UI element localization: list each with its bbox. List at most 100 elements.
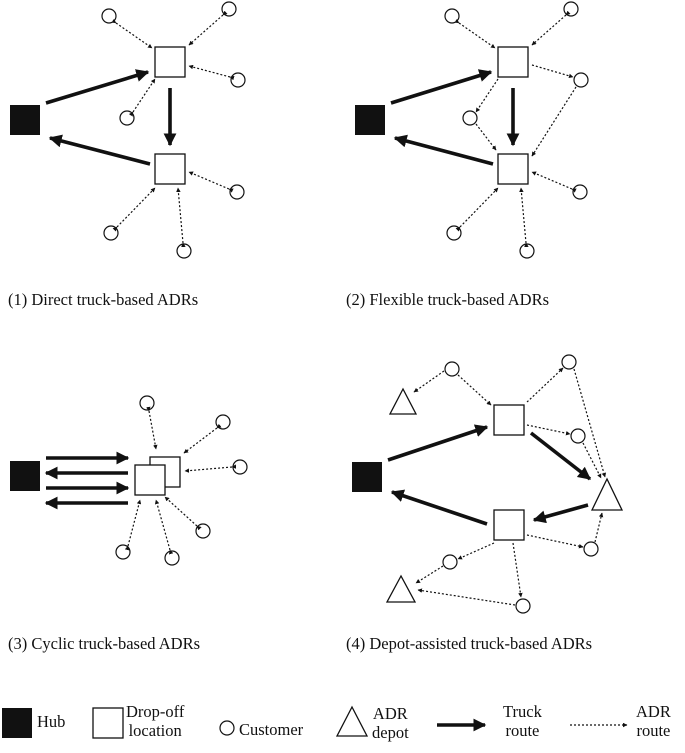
legend-adr-line2: route [636, 721, 671, 740]
customer [570, 428, 586, 444]
customer [561, 354, 577, 370]
dropoff-location [493, 404, 525, 436]
adr-route [111, 18, 153, 49]
customer [164, 550, 180, 566]
adr-route [455, 187, 499, 232]
dropoff-location [497, 46, 529, 78]
legend-truck-line2: route [505, 721, 540, 740]
truck-route [393, 134, 494, 166]
dropoff-location [154, 153, 186, 185]
adr-route [594, 512, 604, 543]
hub [355, 105, 385, 135]
hub [352, 462, 382, 492]
customer [215, 414, 231, 430]
adr-depot [590, 477, 624, 511]
truck-route [532, 503, 589, 524]
legend-customer-symbol [219, 720, 235, 736]
adr-route [188, 171, 234, 193]
customer [103, 225, 119, 241]
panel-cyclic [10, 395, 248, 566]
legend-adr-line1: ADR [636, 702, 671, 721]
legend-dropoff-line1: Drop-off [126, 702, 185, 721]
customer [444, 8, 460, 24]
legend-hub-text: Hub [37, 712, 66, 731]
adr-route [413, 370, 445, 393]
legend-dropoff-line2: location [128, 721, 182, 740]
adr-route [188, 64, 235, 81]
customer [230, 72, 246, 88]
customer [229, 184, 245, 200]
caption-cyclic: (3) Cyclic truck-based ADRs [8, 634, 200, 653]
customer [232, 459, 248, 475]
adr-route [457, 542, 495, 560]
customer [139, 395, 155, 411]
adr-route [519, 187, 529, 248]
truck-route [390, 489, 488, 526]
legend-adr-label: ADR route [636, 702, 671, 740]
customer [583, 541, 599, 557]
legend-depot-line2: depot [372, 723, 409, 742]
legend-dropoff-symbol [92, 707, 124, 739]
adr-route [531, 64, 574, 79]
truck-route [529, 431, 592, 481]
customer [195, 523, 211, 539]
customer [119, 110, 135, 126]
adr-route [183, 423, 222, 454]
caption-direct: (1) Direct truck-based ADRs [8, 290, 199, 309]
adr-route [415, 565, 444, 584]
adr-route [526, 424, 571, 436]
legend-dropoff-label: Drop-off location [126, 702, 184, 740]
adr-route [164, 496, 202, 531]
legend-truck-label: Truck route [503, 702, 542, 740]
legend-hub-label: Hub [37, 712, 65, 731]
adr-route [475, 78, 499, 113]
adr-route [531, 171, 577, 193]
adr-route [417, 588, 516, 606]
customer [446, 225, 462, 241]
adr-route [128, 78, 156, 117]
customer [442, 554, 458, 570]
adr-route [526, 534, 584, 549]
adr-route [526, 367, 564, 403]
caption-depot-assisted: (4) Depot-assisted truck-based ADRs [346, 634, 593, 653]
legend-depot-symbol [335, 705, 369, 737]
panel-direct [10, 1, 246, 259]
dropoff-location [493, 509, 525, 541]
adr-route [124, 499, 142, 551]
customer [572, 184, 588, 200]
panel-flexible [355, 1, 589, 259]
adr-route [457, 374, 492, 406]
customer [519, 243, 535, 259]
adr-route [176, 187, 186, 248]
dropoff-location [497, 153, 529, 185]
adr-route [184, 464, 237, 473]
customer [462, 110, 478, 126]
hub [10, 105, 40, 135]
customer [176, 243, 192, 259]
adr-route [454, 18, 496, 49]
adr-route [146, 406, 158, 450]
legend-customer-text: Customer [239, 720, 304, 739]
adr-depot [385, 574, 417, 603]
customer [101, 8, 117, 24]
customer [573, 72, 589, 88]
adr-depot [388, 387, 418, 415]
truck-route [390, 69, 493, 105]
legend-customer-label: Customer [239, 720, 303, 739]
truck-route [48, 134, 151, 166]
legend-hub-symbol [2, 708, 32, 738]
customer [563, 1, 579, 17]
legend-depot-line1: ADR [372, 704, 408, 723]
dropoff-location [154, 46, 186, 78]
adr-route [154, 499, 174, 555]
legend-truck-line1: Truck [503, 702, 542, 721]
adr-route [512, 542, 523, 598]
adr-route [531, 86, 577, 157]
adr-route [112, 187, 156, 232]
adr-route [188, 10, 228, 46]
caption-flexible: (2) Flexible truck-based ADRs [346, 290, 550, 309]
truck-route [45, 69, 150, 105]
customer [115, 544, 131, 560]
customer [444, 361, 460, 377]
legend-depot-label: ADR depot [372, 704, 409, 742]
